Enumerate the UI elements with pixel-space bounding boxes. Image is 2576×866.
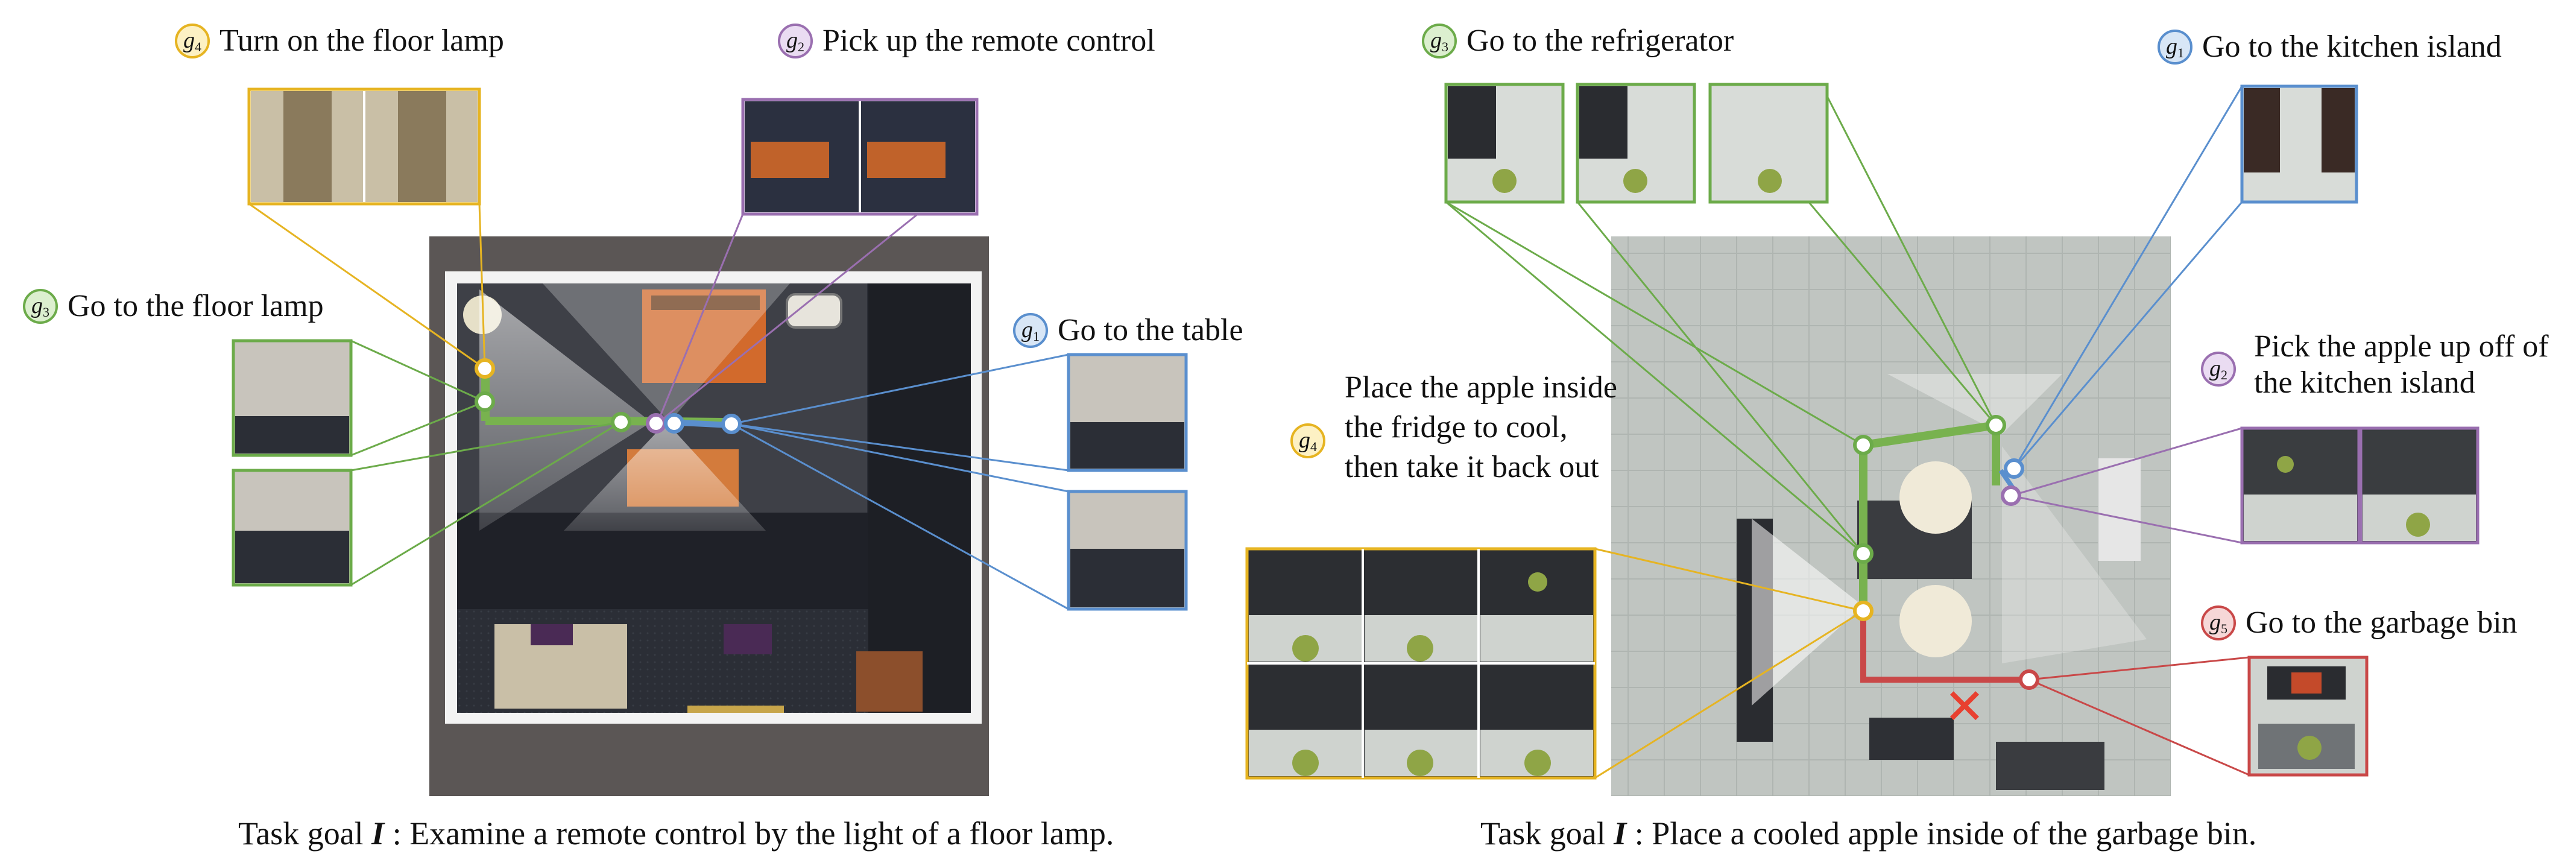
badge-g1: g1 (1013, 313, 1048, 349)
badge-g1-right: g1 (2158, 30, 2192, 65)
right-map (1611, 236, 2171, 796)
left-connectors (248, 203, 1069, 610)
caption-right: Task goal I : Place a cooled apple insid… (1480, 815, 2257, 852)
right-scene: ✕ (1245, 83, 2480, 796)
thumbs-g4 (247, 87, 481, 206)
thumbs-g3-right (1444, 83, 1829, 204)
left-scene (232, 87, 1188, 796)
right-connectors (1445, 84, 2250, 779)
waypoint-g4 (475, 358, 495, 379)
waypoint-g3b (611, 412, 631, 432)
waypoint-g3c (1986, 415, 2006, 435)
badge-g5-right: g5 (2201, 605, 2236, 641)
badge-g3: g3 (23, 289, 58, 324)
waypoint-g4 (1853, 601, 1874, 621)
left-map (429, 236, 989, 796)
waypoint-g2 (646, 413, 666, 434)
waypoint-g1a (664, 413, 684, 434)
right-waypoints (1853, 415, 2039, 690)
label-right-g4: g4 Place the apple inside the fridge to … (1290, 368, 1628, 487)
caption-left: Task goal I : Examine a remote control b… (238, 815, 1114, 852)
waypoint-g5 (2019, 669, 2039, 690)
thumbs-g3 (232, 339, 353, 587)
thumbs-g5-right (2247, 656, 2369, 777)
left-waypoints (475, 358, 742, 434)
thumbs-g1-right (2240, 84, 2358, 204)
thumbs-g2-right (2240, 426, 2480, 545)
thumbs-g4-right (1245, 547, 1597, 780)
waypoint-g3 (1853, 435, 1874, 455)
badge-g4: g4 (175, 24, 210, 59)
label-right-g2: g2 Pick the apple up off of the kitchen … (2201, 329, 2563, 401)
thumbs-g1 (1067, 353, 1188, 611)
badge-g4-right: g4 (1290, 423, 1325, 458)
fail-mark: ✕ (1944, 678, 1986, 736)
waypoint-g3b (1853, 543, 1874, 564)
badge-g2: g2 (778, 24, 813, 59)
waypoint-g1b (721, 414, 742, 434)
waypoint-g3 (475, 391, 495, 412)
waypoint-g1 (2004, 458, 2024, 479)
waypoint-g2 (2001, 485, 2021, 506)
badge-g3-right: g3 (1422, 24, 1457, 59)
badge-g2-right: g2 (2201, 352, 2236, 387)
thumbs-g2 (741, 98, 979, 216)
